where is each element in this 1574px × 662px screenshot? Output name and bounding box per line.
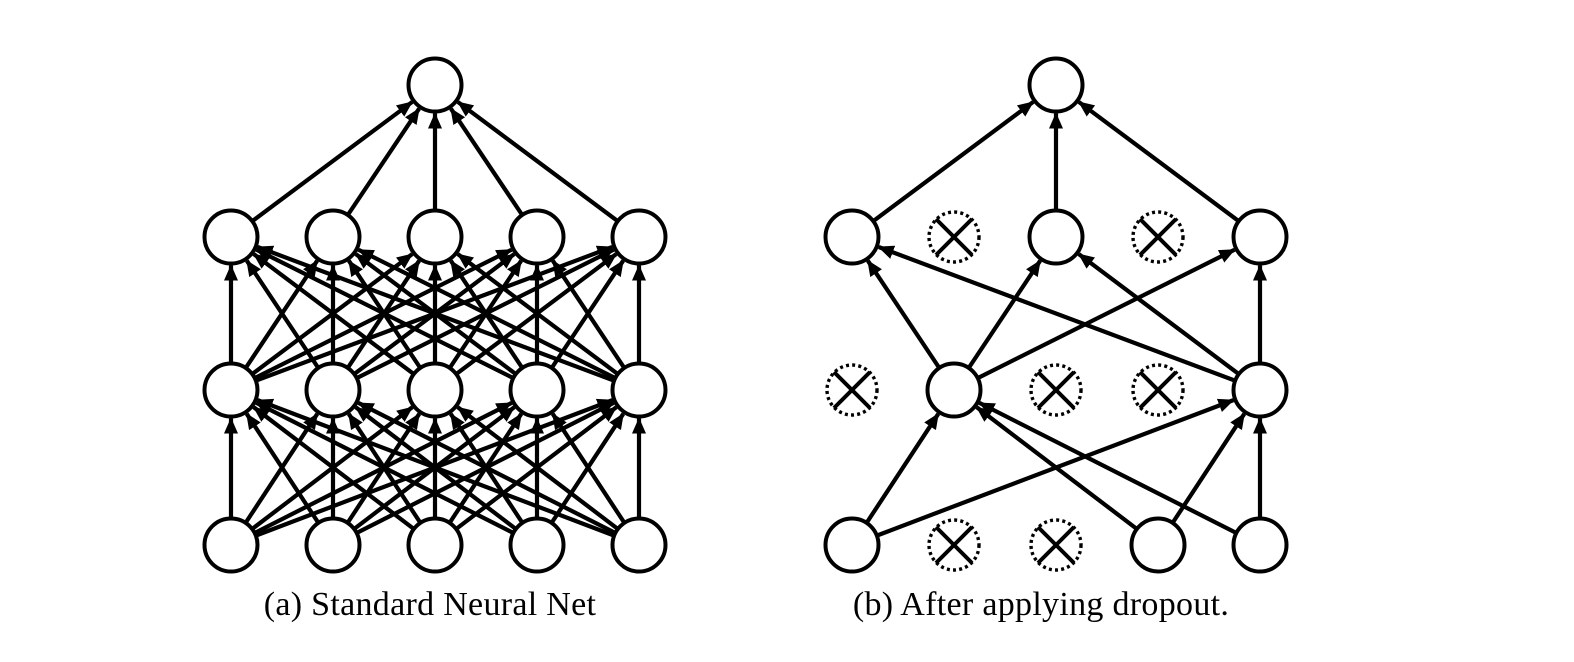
connection-arrow <box>256 398 615 538</box>
connection-arrow <box>449 107 524 217</box>
panel-b-hidden-2-unit-2 <box>1027 208 1085 266</box>
panel-b-input-unit-0 <box>823 516 881 574</box>
connection-arrow <box>255 401 515 535</box>
connection-arrow <box>976 247 1236 380</box>
connection-arrow <box>346 107 421 217</box>
caption-panel-a: (a) Standard Neural Net <box>263 586 597 623</box>
dropout-cross-line <box>832 370 872 410</box>
connection-arrow <box>456 252 620 376</box>
connection-arrow <box>456 405 620 531</box>
connection-arrow <box>456 100 620 223</box>
panel-a-hidden-1-unit-2 <box>406 361 464 419</box>
panel-a-input-unit-3 <box>508 516 566 574</box>
connection-arrow <box>255 247 515 380</box>
connection-arrow <box>252 405 416 531</box>
connection-arrow <box>1077 100 1241 223</box>
dropout-cross-line <box>1036 370 1076 410</box>
panel-a-hidden-2-unit-1 <box>304 208 362 266</box>
connection-arrow <box>871 100 1035 223</box>
panel-a-output-unit-2 <box>406 56 464 114</box>
connection-arrow <box>357 247 617 380</box>
dropout-cross-line <box>1138 217 1178 257</box>
panel-a-hidden-1-unit-3 <box>508 361 566 419</box>
connection-arrow <box>975 405 1139 531</box>
panel-a-hidden-2-unit-4 <box>610 208 668 266</box>
connection-arrow <box>877 245 1236 383</box>
caption-panel-b: (b) After applying dropout. <box>852 586 1230 623</box>
connection-arrow <box>245 259 321 370</box>
panel-b-hidden-2-unit-4 <box>1231 208 1289 266</box>
panel-b-hidden-2-unit-0 <box>823 208 881 266</box>
panel-a-hidden-1-unit-1 <box>304 361 362 419</box>
panel-b-input-unit-3 <box>1129 516 1187 574</box>
panel-b <box>823 56 1289 574</box>
panel-a-hidden-1-unit-4 <box>610 361 668 419</box>
connection-arrow <box>966 259 1042 370</box>
panel-a-hidden-1-unit-0 <box>202 361 260 419</box>
dropout-cross-line <box>934 217 974 257</box>
connection-arrow <box>551 259 627 370</box>
dropout-cross-line <box>934 525 974 565</box>
panel-a-hidden-2-unit-0 <box>202 208 260 266</box>
panel-a <box>202 56 668 574</box>
connection-arrow <box>256 245 615 383</box>
connection-arrow <box>866 259 942 370</box>
panel-a-input-unit-4 <box>610 516 668 574</box>
connection-arrow <box>1077 252 1241 376</box>
panel-b-output-unit-2 <box>1027 56 1085 114</box>
panel-a-hidden-2-unit-2 <box>406 208 464 266</box>
connection-arrow <box>864 412 941 525</box>
panel-a-input-unit-0 <box>202 516 260 574</box>
dropout-cross-line <box>1138 370 1178 410</box>
panel-b-hidden-1-unit-4 <box>1231 361 1289 419</box>
connection-arrow <box>250 100 414 223</box>
panel-b-hidden-1-unit-1 <box>925 361 983 419</box>
panel-a-input-unit-1 <box>304 516 362 574</box>
panel-b-input-unit-4 <box>1231 516 1289 574</box>
connection-arrow <box>357 401 617 535</box>
connection-arrow <box>244 412 321 525</box>
connection-arrow <box>252 252 416 376</box>
dropout-cross-line <box>1036 525 1076 565</box>
panel-a-input-unit-2 <box>406 516 464 574</box>
connection-arrow <box>550 412 627 525</box>
panel-a-hidden-2-unit-3 <box>508 208 566 266</box>
connection-arrow <box>978 401 1238 535</box>
